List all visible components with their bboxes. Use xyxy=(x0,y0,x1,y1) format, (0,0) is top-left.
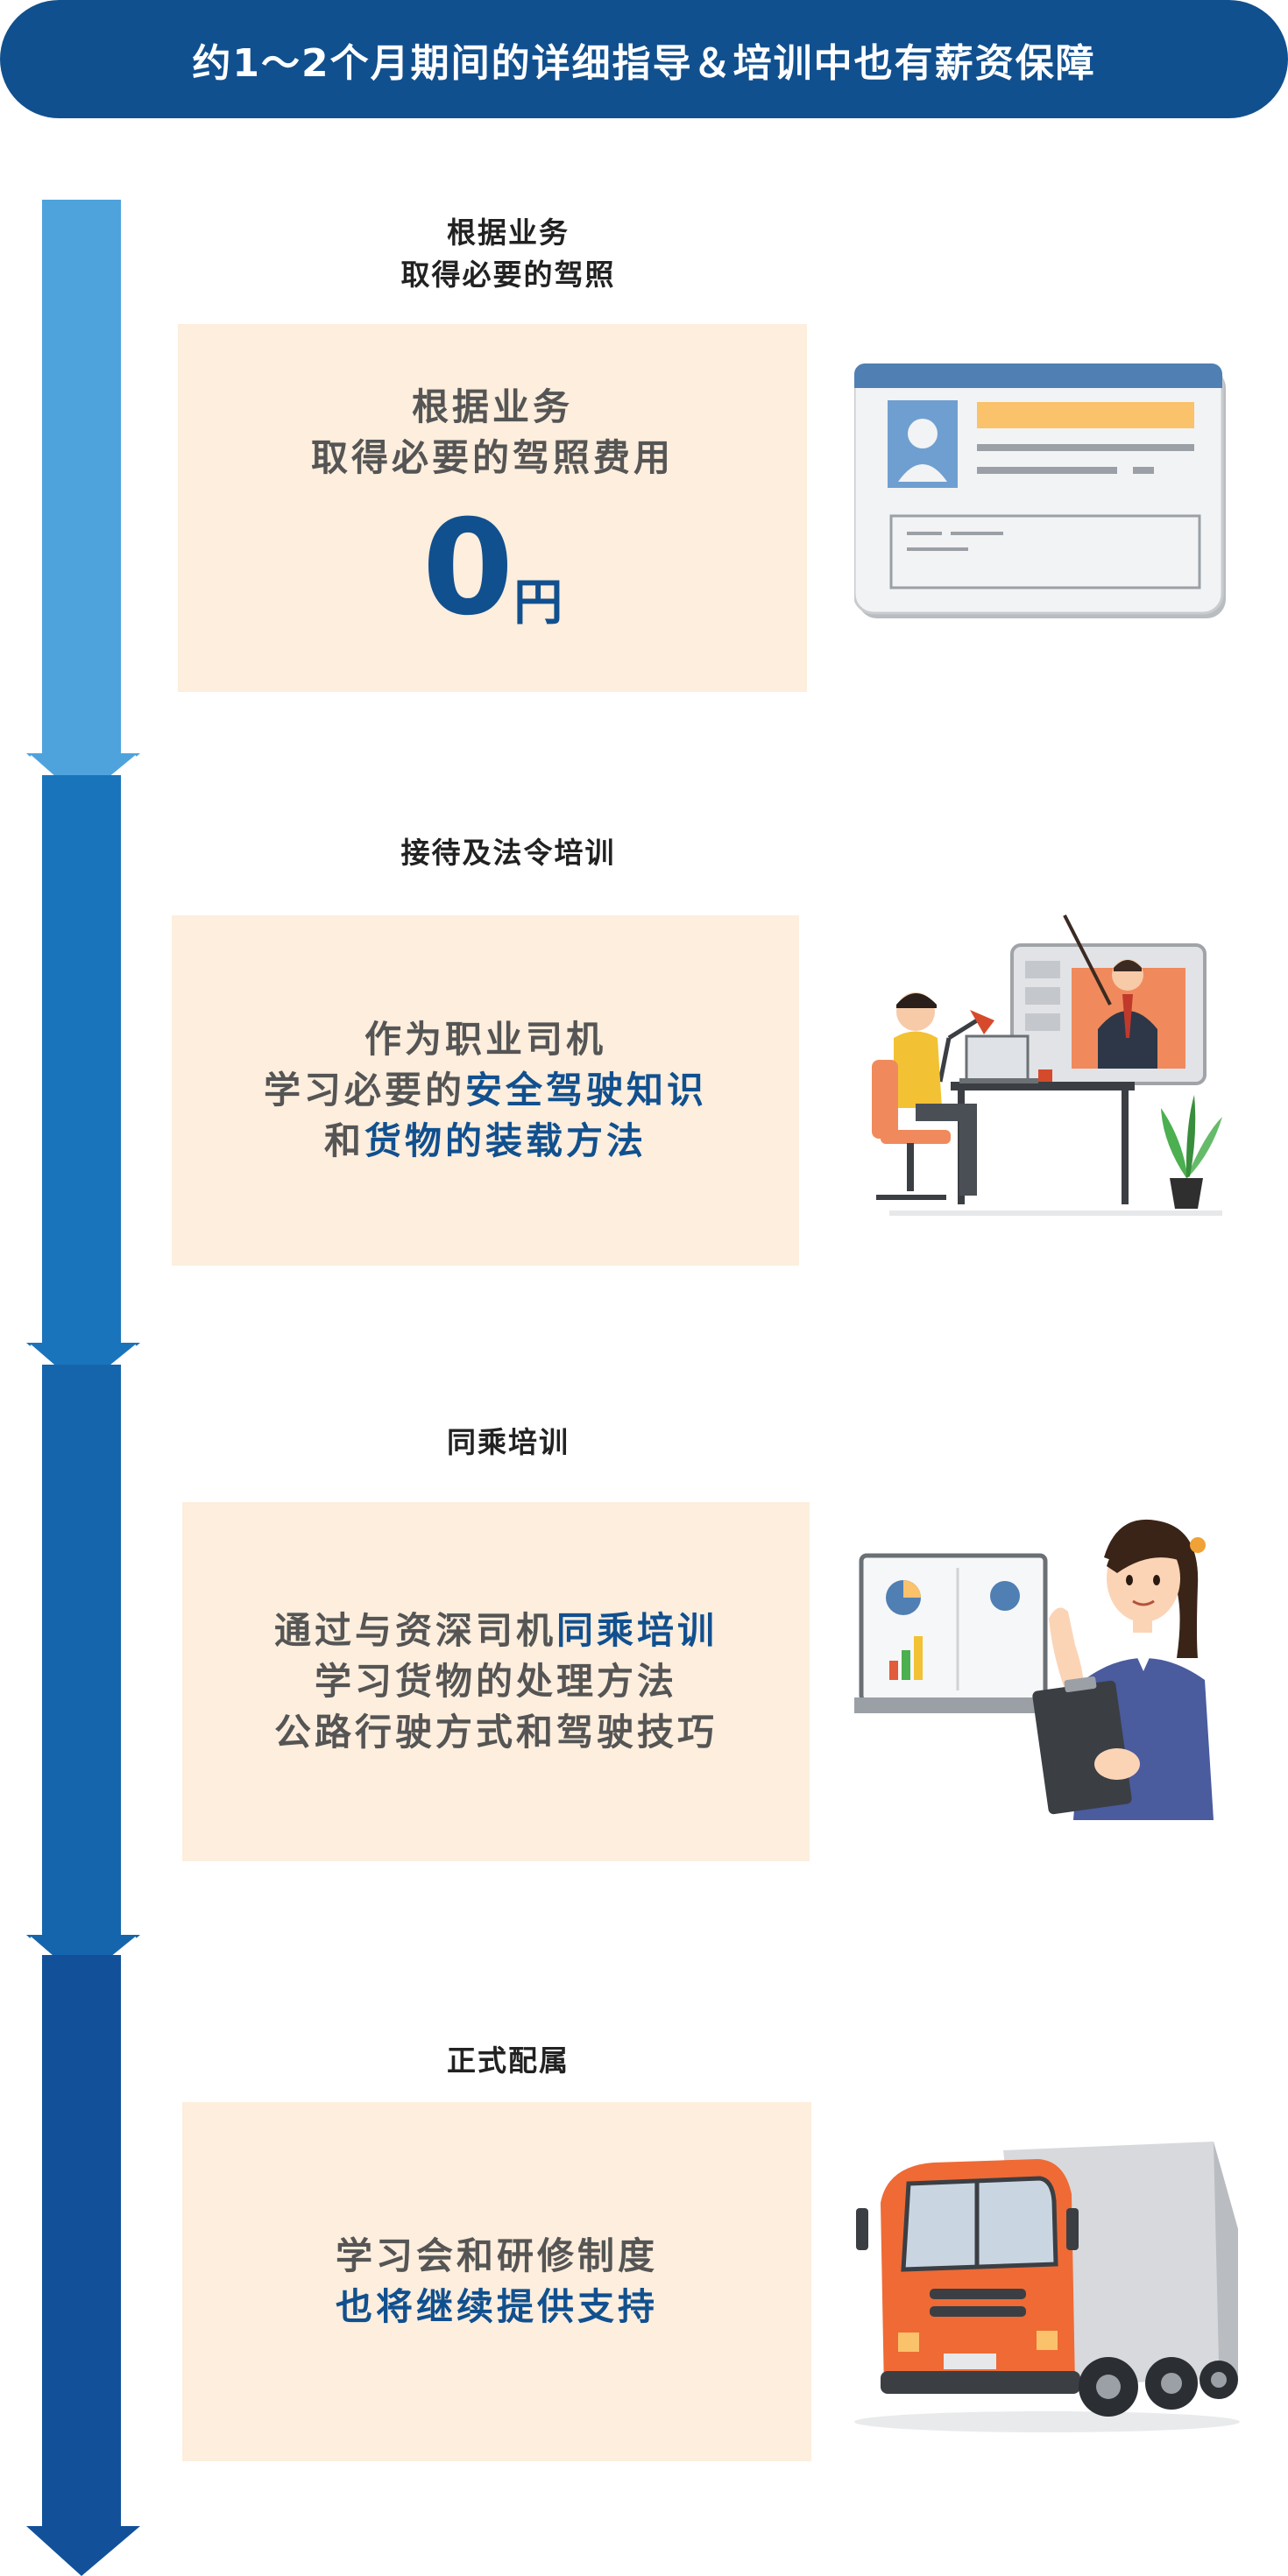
timeline-arrow-step-4 xyxy=(26,1955,140,2576)
instructor-illustration xyxy=(854,1505,1222,1824)
header-banner: 约1～2个月期间的详细指导＆培训中也有薪资保障 xyxy=(0,0,1288,118)
step-1-box-line-1: 根据业务 xyxy=(411,385,573,429)
step-3-line-1-text: 通过与资深司机 xyxy=(273,1609,556,1653)
step-1-title-line-1: 根据业务 xyxy=(447,215,570,250)
timeline-arrow-step-2 xyxy=(26,775,140,1393)
step-3-box: 通过与资深司机同乘培训 学习货物的处理方法 公路行驶方式和驾驶技巧 xyxy=(182,1502,810,1861)
step-2-line-3-highlight: 货物的装载方法 xyxy=(364,1119,648,1162)
step-3-title-line-1: 同乘培训 xyxy=(447,1425,570,1459)
step-3-line-1-highlight: 同乘培训 xyxy=(556,1609,718,1653)
step-3-box-line-1: 通过与资深司机同乘培训 xyxy=(274,1606,718,1656)
driver-license-illustration xyxy=(853,362,1231,630)
timeline-arrow-step-1 xyxy=(26,200,140,804)
step-4-box-line-2: 也将继续提供支持 xyxy=(335,2285,658,2328)
step-1-title: 根据业务 取得必要的驾照 xyxy=(289,212,727,296)
step-4-title: 正式配属 xyxy=(289,2040,727,2082)
step-2-line-2-highlight: 安全驾驶知识 xyxy=(465,1069,708,1112)
step-3-box-line-2: 学习货物的处理方法 xyxy=(314,1660,677,1704)
step-2-title: 接待及法令培训 xyxy=(289,832,727,874)
license-cost-unit: 円 xyxy=(513,574,563,632)
step-2-box: 作为职业司机 学习必要的安全驾驶知识 和货物的装载方法 xyxy=(172,915,799,1266)
step-4-box: 学习会和研修制度 也将继续提供支持 xyxy=(182,2102,811,2461)
truck-illustration xyxy=(846,2124,1249,2438)
online-training-illustration xyxy=(854,907,1240,1234)
step-3-title: 同乘培训 xyxy=(289,1422,727,1464)
step-4-title-line-1: 正式配属 xyxy=(447,2043,570,2078)
step-1-box-line-2: 取得必要的驾照费用 xyxy=(310,436,674,479)
license-cost: 0 円 xyxy=(422,503,563,634)
step-2-box-line-3: 和货物的装载方法 xyxy=(324,1116,647,1167)
step-1-box: 根据业务 取得必要的驾照费用 0 円 xyxy=(178,324,807,692)
step-2-title-line-1: 接待及法令培训 xyxy=(400,836,616,870)
header-title: 约1～2个月期间的详细指导＆培训中也有薪资保障 xyxy=(192,40,1096,86)
step-2-line-2-text: 学习必要的 xyxy=(263,1069,465,1112)
step-4-box-line-1: 学习会和研修制度 xyxy=(335,2234,658,2278)
step-3-box-line-3: 公路行驶方式和驾驶技巧 xyxy=(273,1710,718,1754)
timeline-arrow-step-3 xyxy=(26,1365,140,1985)
license-cost-value: 0 xyxy=(421,491,514,645)
step-2-box-line-2: 学习必要的安全驾驶知识 xyxy=(264,1065,707,1116)
step-2-box-line-1: 作为职业司机 xyxy=(364,1018,606,1062)
step-2-line-3-text: 和 xyxy=(323,1119,364,1162)
step-1-title-line-2: 取得必要的驾照 xyxy=(400,257,616,292)
